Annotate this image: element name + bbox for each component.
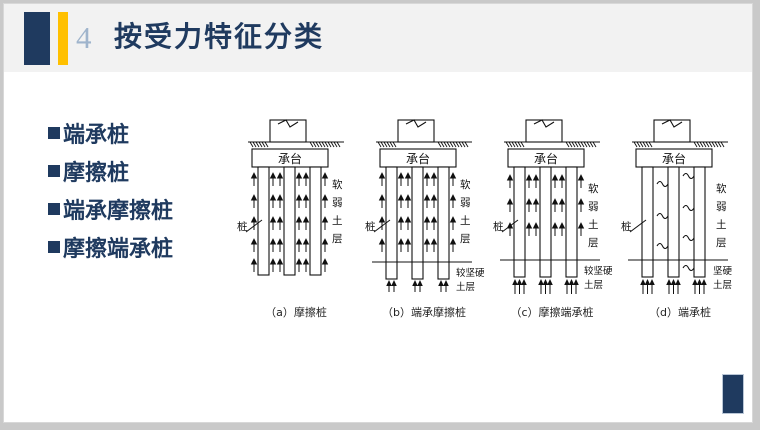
soft-soil-label: 软 — [716, 182, 727, 195]
pile-cap-label: 承台 — [534, 151, 558, 166]
figure-group: 承台 — [232, 116, 746, 331]
figure-c: 承台 — [488, 116, 616, 331]
figure-d-drawing: 承台 — [621, 119, 733, 294]
corner-decoration — [722, 374, 744, 414]
figure-b-drawing: 承台 — [365, 119, 485, 293]
svg-text:弱: 弱 — [588, 201, 599, 213]
pile-label: 桩 — [365, 220, 376, 233]
soft-soil-label: 软 — [460, 178, 471, 191]
pile-label: 桩 — [493, 220, 504, 233]
slide: 4 按受力特征分类 端承桩 摩擦桩 端承摩擦桩 摩擦端承桩 — [4, 4, 752, 422]
svg-text:弱: 弱 — [332, 197, 343, 209]
caption-d: （d）端承桩 — [649, 306, 711, 319]
pile-label: 桩 — [621, 220, 632, 233]
pile-cap-label: 承台 — [662, 151, 686, 166]
figure-c-drawing: 承台 — [493, 119, 613, 294]
list-item: 端承摩擦桩 — [48, 190, 238, 228]
figure-d: 承台 — [616, 116, 744, 331]
figure-a: 承台 — [232, 116, 360, 331]
square-bullet-icon — [48, 241, 60, 253]
bullet-label: 摩擦桩 — [63, 160, 130, 185]
header-navy-bar — [24, 12, 50, 65]
header-section-number: 4 — [76, 20, 92, 55]
bullet-label: 端承摩擦桩 — [63, 198, 174, 223]
header-gold-bar — [58, 12, 68, 65]
caption-b: （b）端承摩擦桩 — [382, 306, 466, 319]
pile-cap-label: 承台 — [406, 151, 430, 166]
svg-text:土: 土 — [716, 218, 727, 231]
bullet-label: 摩擦端承桩 — [63, 236, 174, 261]
pile-cap-label: 承台 — [278, 151, 302, 166]
caption-a: （a）摩擦桩 — [265, 306, 327, 319]
svg-text:土层: 土层 — [584, 279, 603, 291]
hard-soil-label: 坚硬 — [713, 266, 733, 277]
bullet-list: 端承桩 摩擦桩 端承摩擦桩 摩擦端承桩 — [48, 114, 238, 266]
page-title: 按受力特征分类 — [114, 21, 325, 52]
list-item: 端承桩 — [48, 114, 238, 152]
hard-soil-label: 较坚硬 — [584, 265, 613, 277]
soft-soil-label: 软 — [332, 178, 343, 191]
svg-text:土层: 土层 — [713, 279, 732, 291]
bullet-label: 端承桩 — [63, 122, 130, 147]
friction-arrows — [250, 172, 329, 272]
svg-text:层: 层 — [460, 233, 471, 245]
tip-arrows — [640, 279, 707, 294]
svg-text:土: 土 — [588, 218, 599, 231]
svg-text:弱: 弱 — [460, 197, 471, 209]
svg-text:土层: 土层 — [456, 281, 475, 293]
figure-b: 承台 — [360, 116, 488, 331]
friction-arrows — [378, 172, 457, 252]
square-bullet-icon — [48, 127, 60, 139]
pile-label: 桩 — [237, 220, 248, 233]
soft-soil-label: 软 — [588, 182, 599, 195]
square-bullet-icon — [48, 165, 60, 177]
svg-text:层: 层 — [716, 237, 727, 249]
hard-soil-label: 较坚硬 — [456, 267, 485, 279]
square-bullet-icon — [48, 203, 60, 215]
figure-a-drawing: 承台 — [237, 119, 344, 276]
svg-text:土: 土 — [460, 214, 471, 227]
tip-arrows — [386, 280, 449, 292]
wave-symbols — [656, 172, 695, 272]
svg-text:弱: 弱 — [716, 201, 727, 213]
figure-captions: （a）摩擦桩 （b）端承摩擦桩 （c）摩擦端承桩 （d）端承桩 — [232, 304, 746, 324]
svg-text:层: 层 — [332, 233, 343, 245]
list-item: 摩擦桩 — [48, 152, 238, 190]
svg-text:土: 土 — [332, 214, 343, 227]
svg-text:层: 层 — [588, 237, 599, 249]
caption-c: （c）摩擦端承桩 — [510, 306, 594, 319]
list-item: 摩擦端承桩 — [48, 228, 238, 266]
slide-header: 4 按受力特征分类 — [4, 4, 752, 72]
tip-arrows — [512, 279, 579, 294]
